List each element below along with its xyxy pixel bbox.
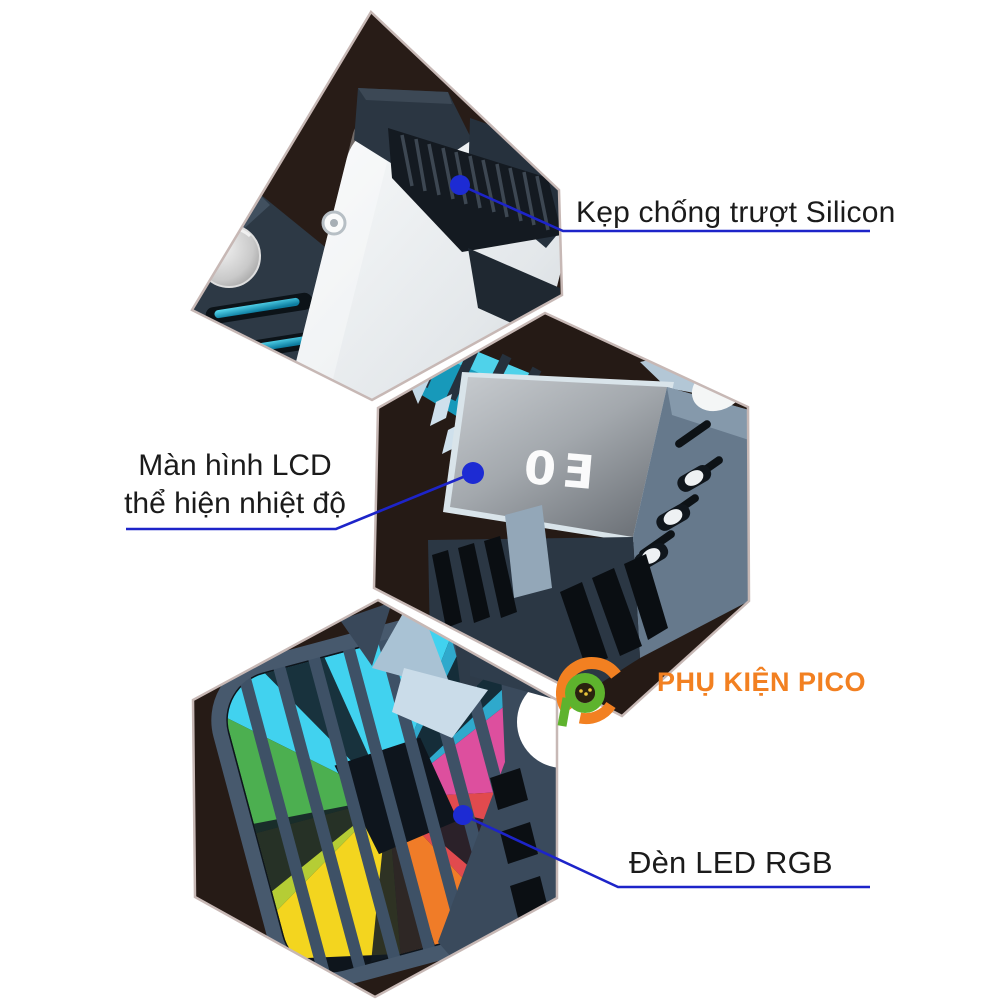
led-callout-dot xyxy=(453,805,473,825)
middle-hexagon-border xyxy=(372,311,751,718)
bottom-inset-photo xyxy=(191,598,559,999)
callout-lines xyxy=(126,183,870,889)
small-buttons xyxy=(634,465,712,570)
callout-dots xyxy=(450,175,484,825)
center-tongue xyxy=(505,505,552,598)
silver-button xyxy=(197,224,261,288)
led-annotation-label: Đèn LED RGB xyxy=(629,845,833,880)
top-hexagon-border xyxy=(190,10,564,402)
pico-logo-icon xyxy=(556,657,621,727)
clip-annotation-label: Kẹp chống trượt Silicon xyxy=(576,196,896,229)
lcd-annotation-line1: Màn hình LCD xyxy=(138,449,332,482)
clip-callout-dot xyxy=(450,175,470,195)
lcd-callout-line xyxy=(126,471,474,531)
silicone-pad xyxy=(388,128,562,252)
pico-logo-text: PHỤ KIỆN PICO xyxy=(657,667,867,697)
lcd-annotation-line2: thể hiện nhiệt độ xyxy=(124,487,346,520)
white-port xyxy=(517,676,557,768)
lcd-callout-dot xyxy=(462,462,484,484)
lcd-annotation-label: Màn hình LCD thể hiện nhiệt độ xyxy=(90,447,380,523)
lcd-screen xyxy=(450,377,667,537)
led-callout-line xyxy=(462,813,870,889)
clip-callout-line xyxy=(459,183,870,233)
bottom-vents xyxy=(432,536,668,668)
lcd-value: 0Ǝ xyxy=(522,440,602,500)
